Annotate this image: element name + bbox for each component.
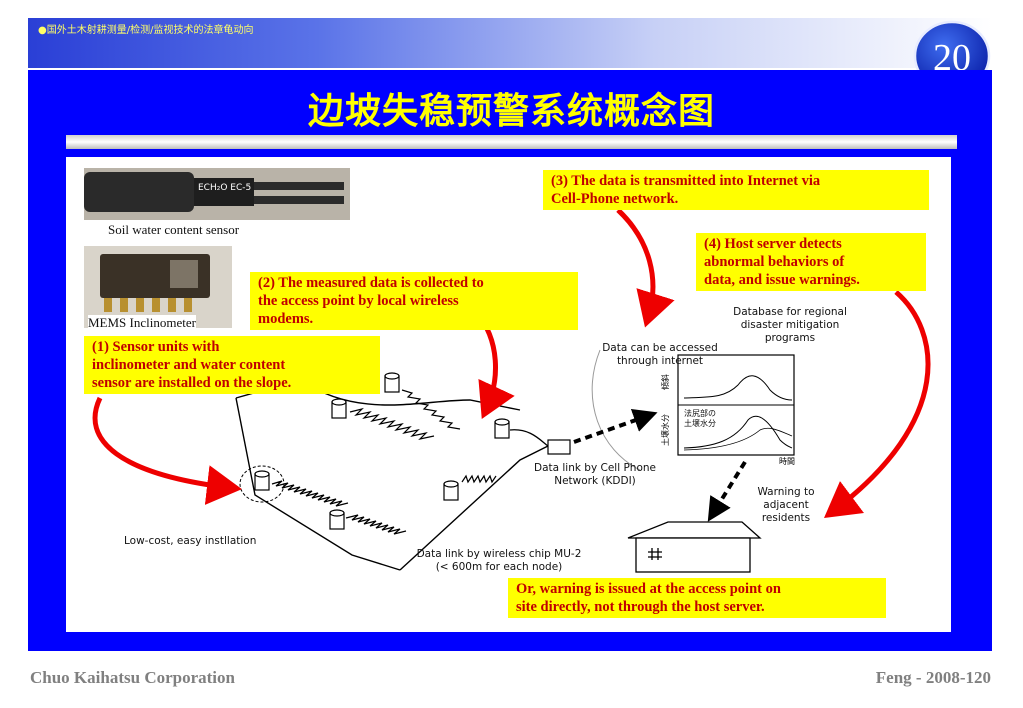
red-arrow-host bbox=[823, 290, 931, 518]
header-band bbox=[28, 18, 992, 68]
mems-photo bbox=[84, 246, 232, 328]
callout-host-server: (4) Host server detects abnormal behavio… bbox=[696, 233, 926, 291]
sensor-nodes bbox=[254, 372, 510, 530]
soil-sensor-caption: Soil water content sensor bbox=[108, 222, 240, 237]
graph-x-label: 時間 bbox=[779, 457, 795, 466]
cell-network-arrow bbox=[573, 409, 658, 444]
warning-dashed-arrow bbox=[707, 460, 747, 522]
monitoring-graph: 傾斜 土壌水分 時間 bbox=[660, 354, 795, 466]
graph-legend-label: 法尻部の 土壌水分 bbox=[684, 409, 716, 428]
access-point-node bbox=[494, 418, 510, 439]
callout-internet-transmit: (3) The data is transmitted into Interne… bbox=[543, 170, 929, 210]
access-point-cable bbox=[509, 429, 549, 447]
graph-y-bottom: 土壌水分 bbox=[660, 414, 670, 446]
warning-label: Warning to adjacent residents bbox=[757, 486, 815, 524]
footer-reference: Feng - 2008-120 bbox=[875, 668, 991, 687]
wireless-links bbox=[271, 389, 497, 535]
internet-label: Data can be accessed through internet bbox=[602, 342, 718, 367]
house-icon bbox=[627, 521, 762, 573]
mems-caption: MEMS Inclinometer bbox=[88, 315, 196, 331]
callout-data-collection: (2) The measured data is collected to th… bbox=[250, 272, 578, 330]
sensor-node bbox=[384, 372, 400, 393]
callout-direct-warning: Or, warning is issued at the access poin… bbox=[508, 578, 886, 618]
graph-y-top: 傾斜 bbox=[660, 374, 670, 390]
page-title: 边坡失稳预警系统概念图 bbox=[307, 91, 715, 132]
cell-modem-box bbox=[547, 439, 571, 455]
cell-link-label: Data link by Cell Phone Network (KDDI) bbox=[533, 462, 657, 487]
sensor-node bbox=[443, 480, 459, 501]
sensor-node bbox=[254, 470, 270, 491]
low-cost-label: Low-cost, easy instllation bbox=[124, 535, 257, 547]
slope-outline bbox=[235, 379, 561, 571]
sensor-node bbox=[331, 398, 347, 419]
soil-sensor-photo: ECH₂O EC-5 bbox=[84, 168, 350, 220]
red-arrow-internet bbox=[616, 208, 675, 328]
wireless-link-label: Data link by wireless chip MU-2 (< 600m … bbox=[416, 548, 582, 573]
footer-company: Chuo Kaihatsu Corporation bbox=[30, 668, 235, 687]
callout-sensor-units: (1) Sensor units with inclinometer and w… bbox=[84, 336, 380, 394]
header-text: ●国外土木射耕测量/检测/监视技术的法章龟动向 bbox=[38, 25, 254, 36]
red-arrow-sensor bbox=[92, 396, 242, 505]
grey-divider bbox=[66, 135, 957, 149]
internet-arc bbox=[591, 349, 641, 471]
sensor-node bbox=[329, 509, 345, 530]
sensor-brand-text: ECH₂O EC-5 bbox=[198, 183, 251, 193]
database-label: Database for regional disaster mitigatio… bbox=[733, 306, 847, 344]
